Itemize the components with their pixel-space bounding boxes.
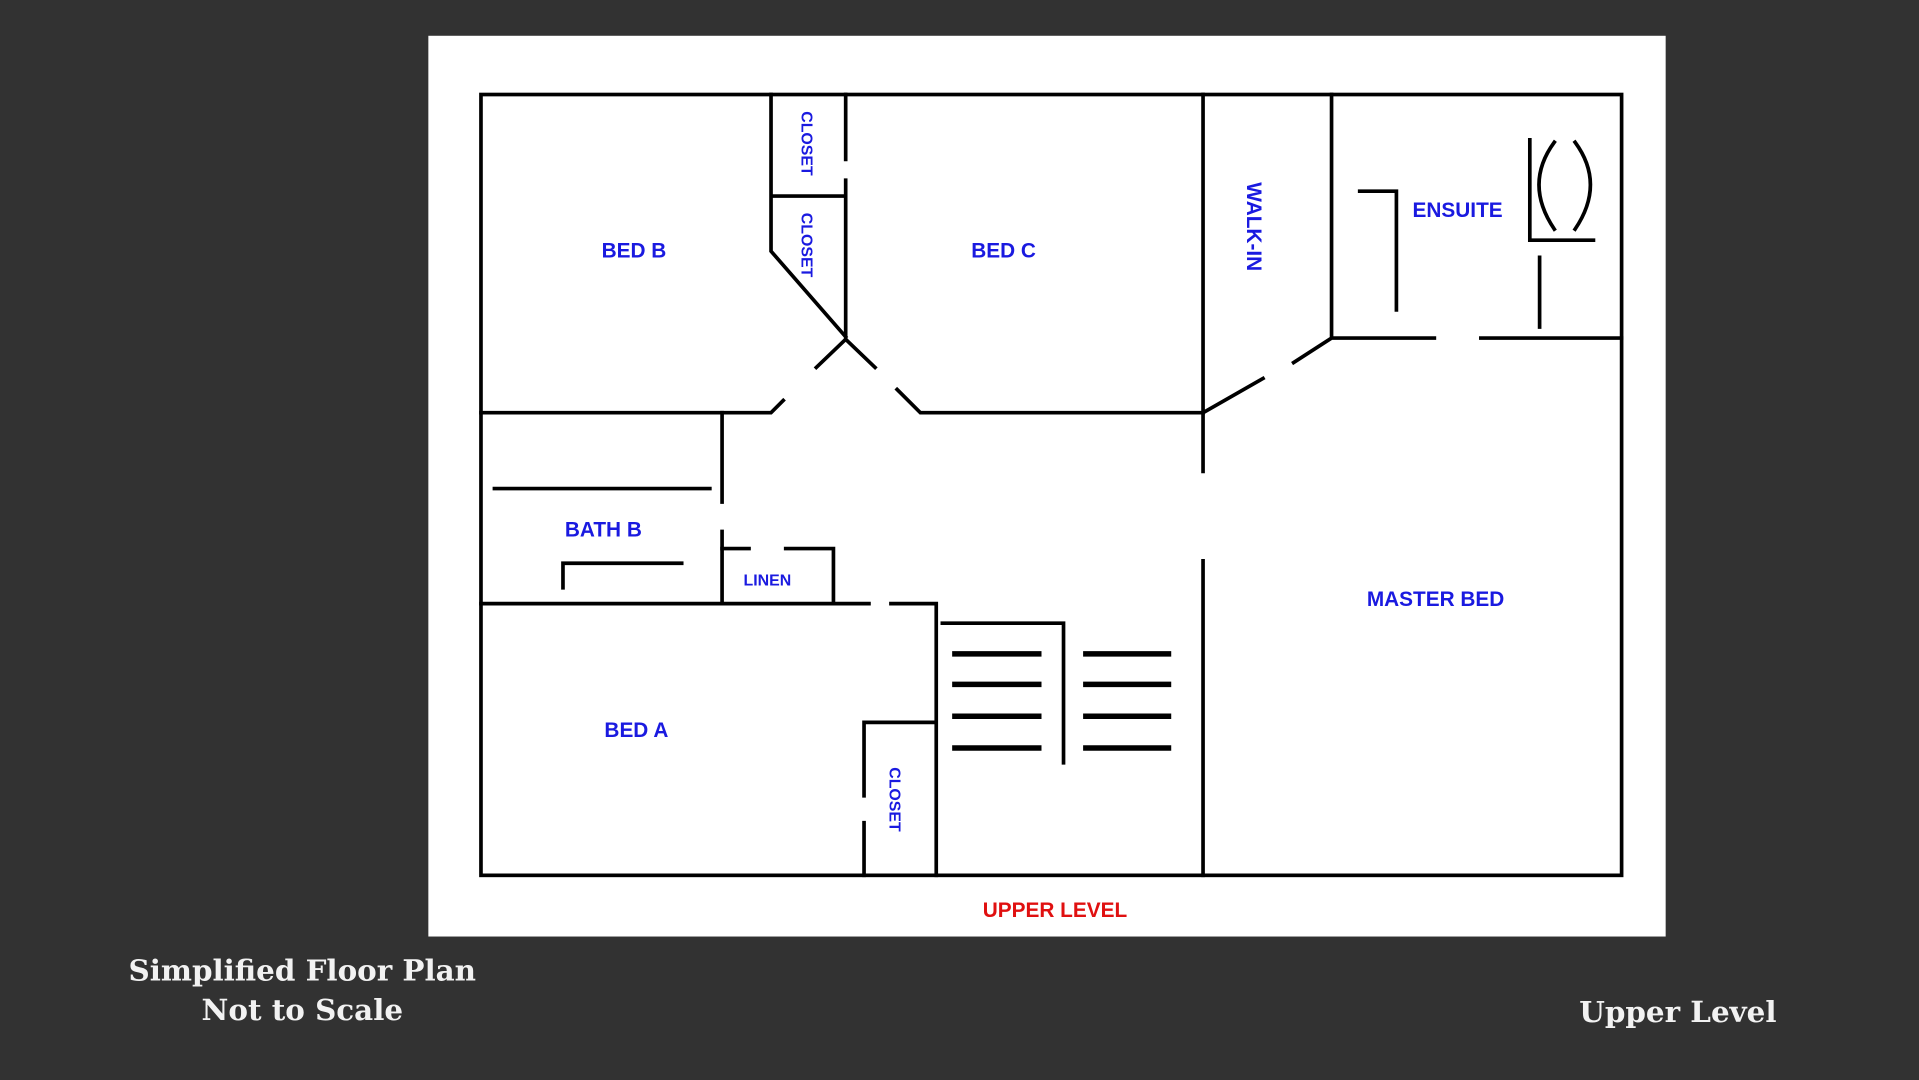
walls [479,92,1624,878]
plan-sheet [428,35,1666,937]
caption-level: Upper Level [1579,994,1776,1029]
caption-subtitle: Not to Scale [202,992,404,1027]
room-label-closet-1: CLOSET [798,111,815,176]
room-label-bed-b: BED B [602,239,667,262]
toilet-icon [1537,139,1593,232]
level-label: UPPER LEVEL [983,899,1128,922]
room-label-bed-c: BED C [971,239,1036,262]
room-label-master-bed: MASTER BED [1367,588,1505,611]
caption-title: Simplified Floor Plan [129,953,476,988]
stairs-icon [952,651,1172,751]
room-label-closet-3: CLOSET [886,767,903,832]
room-label-closet-2: CLOSET [798,213,815,278]
room-label-ensuite: ENSUITE [1413,199,1503,222]
room-label-linen: LINEN [743,572,791,589]
room-label-walk-in: WALK-IN [1242,182,1265,271]
room-label-bath-b: BATH B [565,518,642,541]
room-label-bed-a: BED A [604,719,668,742]
